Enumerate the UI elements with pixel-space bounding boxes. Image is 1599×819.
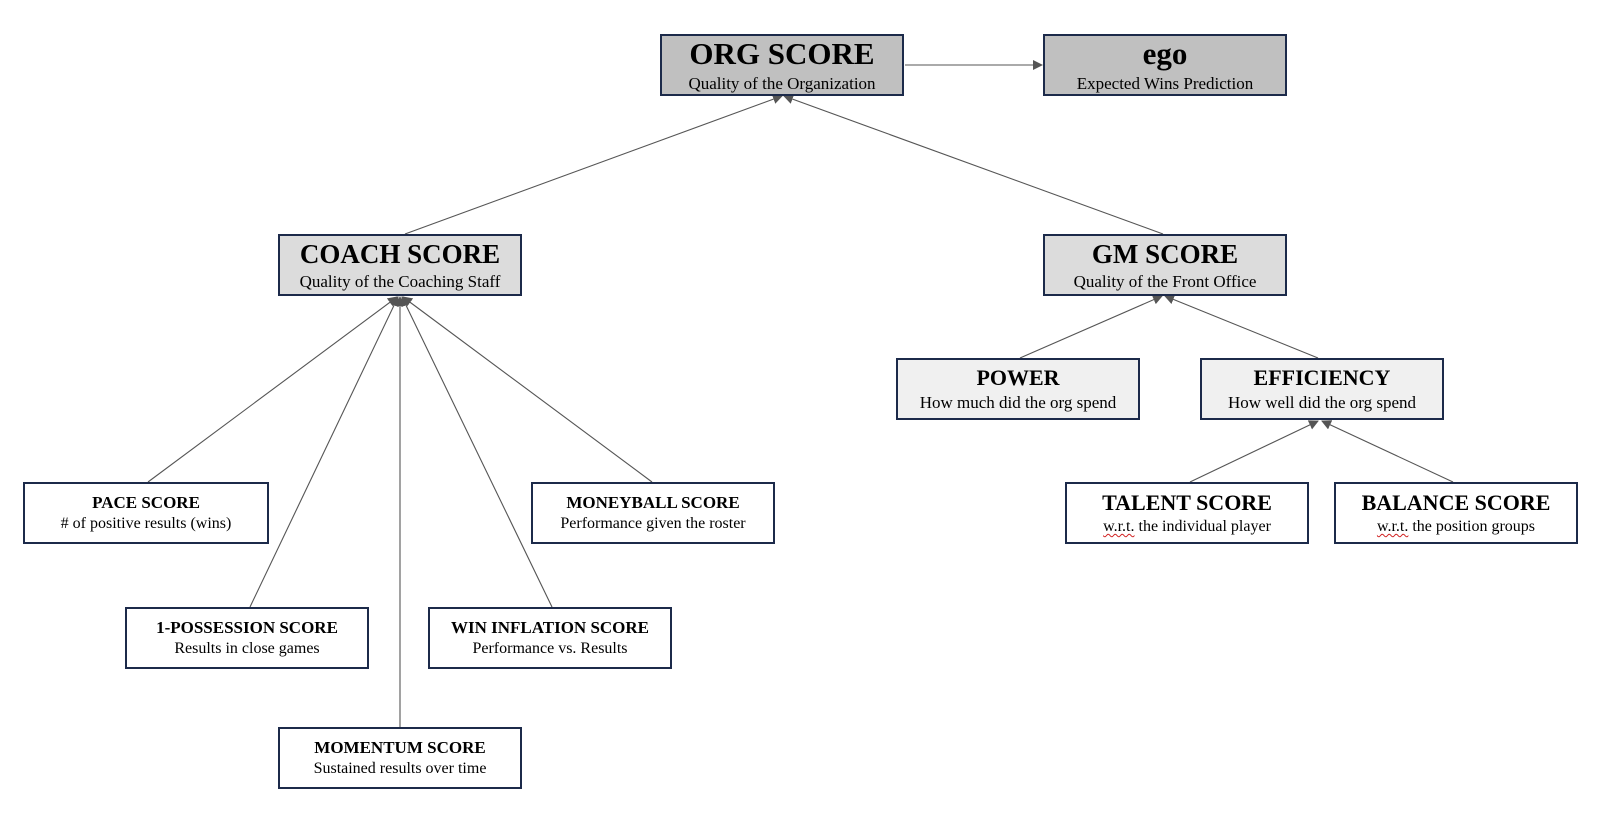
power-subtitle: How much did the org spend	[919, 393, 1117, 413]
edge-gm-to-org	[783, 94, 1164, 235]
gm-score-title: GM SCORE	[1091, 238, 1239, 269]
one-possession-score-title: 1-POSSESSION SCORE	[156, 617, 338, 637]
win-inflation-score-node: WIN INFLATION SCORE Performance vs. Resu…	[428, 607, 672, 669]
win-inflation-score-subtitle: Performance vs. Results	[472, 640, 628, 658]
coach-score-subtitle: Quality of the Coaching Staff	[299, 271, 501, 291]
talent-score-node: TALENT SCORE w.r.t. the individual playe…	[1065, 482, 1309, 544]
moneyball-score-title: MONEYBALL SCORE	[566, 492, 740, 512]
gm-score-subtitle: Quality of the Front Office	[1073, 271, 1257, 291]
momentum-score-subtitle: Sustained results over time	[313, 760, 487, 778]
balance-score-subtitle: w.r.t. the position groups	[1377, 518, 1535, 536]
pace-score-node: PACE SCORE # of positive results (wins)	[23, 482, 269, 544]
balance-score-subtitle-rest: the position groups	[1408, 517, 1536, 535]
talent-score-subtitle-rest: the individual player	[1134, 517, 1271, 535]
org-score-subtitle: Quality of the Organization	[688, 74, 876, 94]
pace-score-subtitle: # of positive results (wins)	[60, 515, 232, 533]
edge-possession-to-coach	[249, 296, 399, 608]
edge-moneyball-to-coach	[402, 296, 653, 483]
edge-pace-to-coach	[147, 296, 398, 483]
talent-score-abbr: w.r.t.	[1103, 517, 1135, 535]
moneyball-score-subtitle: Performance given the roster	[560, 515, 746, 533]
one-possession-score-subtitle: Results in close games	[174, 640, 320, 658]
efficiency-title: EFFICIENCY	[1253, 365, 1391, 391]
ego-title: ego	[1142, 36, 1188, 72]
pace-score-title: PACE SCORE	[92, 492, 200, 512]
edge-power-to-gm	[1019, 295, 1163, 359]
balance-score-abbr: w.r.t.	[1376, 517, 1409, 535]
coach-score-title: COACH SCORE	[299, 238, 501, 269]
win-inflation-score-title: WIN INFLATION SCORE	[450, 617, 650, 637]
momentum-score-title: MOMENTUM SCORE	[314, 737, 486, 757]
ego-subtitle: Expected Wins Prediction	[1076, 74, 1254, 94]
coach-score-node: COACH SCORE Quality of the Coaching Staf…	[278, 234, 522, 296]
edge-balance-to-efficiency	[1321, 420, 1454, 483]
ego-node: ego Expected Wins Prediction	[1043, 34, 1287, 96]
balance-score-title: BALANCE SCORE	[1361, 489, 1551, 515]
momentum-score-node: MOMENTUM SCORE Sustained results over ti…	[278, 727, 522, 789]
edge-inflation-to-coach	[401, 296, 553, 608]
org-score-title: ORG SCORE	[689, 36, 875, 72]
power-title: POWER	[976, 365, 1060, 391]
moneyball-score-node: MONEYBALL SCORE Performance given the ro…	[531, 482, 775, 544]
balance-score-node: BALANCE SCORE w.r.t. the position groups	[1334, 482, 1578, 544]
gm-score-node: GM SCORE Quality of the Front Office	[1043, 234, 1287, 296]
efficiency-subtitle: How well did the org spend	[1227, 393, 1417, 413]
edge-efficiency-to-gm	[1164, 294, 1319, 359]
org-score-node: ORG SCORE Quality of the Organization	[660, 34, 904, 96]
power-node: POWER How much did the org spend	[896, 358, 1140, 420]
edge-talent-to-efficiency	[1189, 420, 1319, 483]
edge-coach-to-org	[404, 94, 783, 235]
one-possession-score-node: 1-POSSESSION SCORE Results in close game…	[125, 607, 369, 669]
talent-score-title: TALENT SCORE	[1102, 489, 1272, 515]
talent-score-subtitle: w.r.t. the individual player	[1103, 518, 1271, 536]
efficiency-node: EFFICIENCY How well did the org spend	[1200, 358, 1444, 420]
